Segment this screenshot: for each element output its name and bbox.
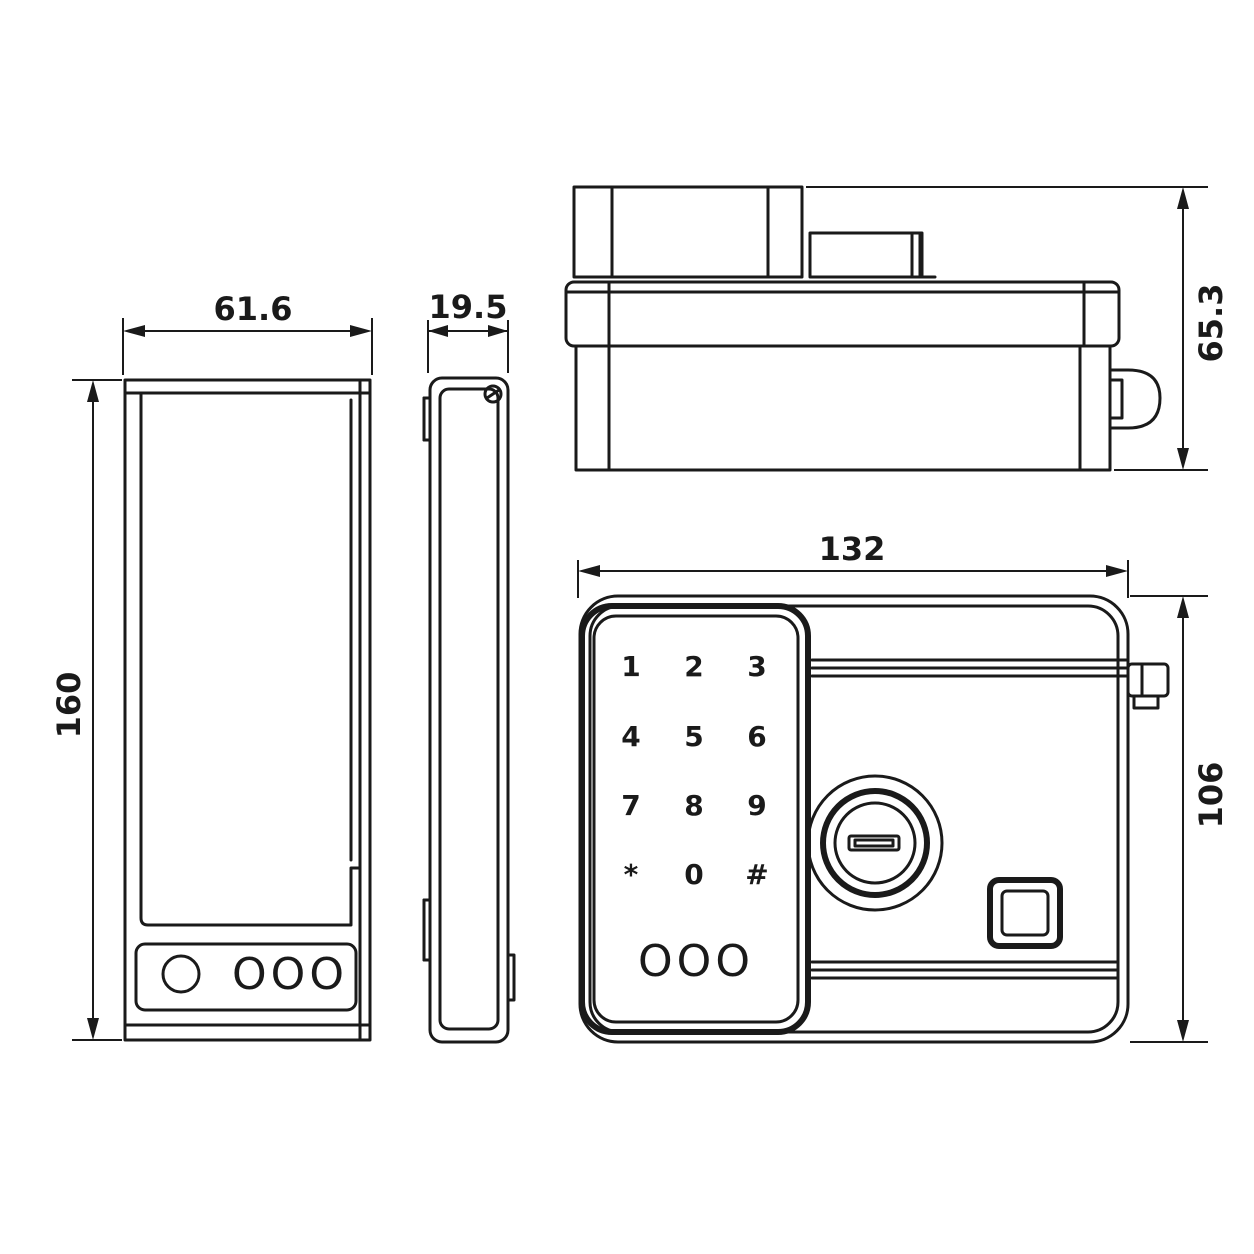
dim-label-65-3: 65.3 (1192, 284, 1230, 363)
top-latch-block (808, 231, 922, 279)
key-6[interactable]: 6 (747, 720, 766, 753)
key-9[interactable]: 9 (747, 789, 766, 822)
back-led-row: OOO (232, 949, 348, 1000)
keyhole-icon (847, 834, 901, 852)
back-view-outline (123, 378, 372, 1042)
fingerprint-icon (1000, 889, 1050, 937)
dimension-depth-top: 65.3 (806, 186, 1230, 471)
top-bolt (1108, 368, 1162, 430)
top-body (574, 344, 1112, 472)
back-view: OOO (123, 378, 372, 1042)
dimension-height-front: 106 (1130, 595, 1230, 1043)
key-3[interactable]: 3 (747, 650, 766, 683)
front-led-row: OOO (638, 936, 754, 987)
dimension-width-side: 61.6 (122, 290, 373, 375)
dimension-width-front: 132 (577, 530, 1129, 598)
front-bolt (1126, 662, 1170, 698)
key-hash[interactable]: # (745, 858, 768, 891)
dim-label-106: 106 (1192, 762, 1230, 829)
key-7[interactable]: 7 (621, 789, 640, 822)
key-0[interactable]: 0 (684, 858, 703, 891)
key-8[interactable]: 8 (684, 789, 703, 822)
back-control-panel (134, 942, 358, 1012)
back-button-icon (161, 954, 201, 994)
key-1[interactable]: 1 (621, 650, 640, 683)
keypad-keys: 1 2 3 4 5 6 7 8 9 * 0 # (621, 650, 768, 891)
key-star[interactable]: * (624, 858, 639, 891)
side-view-outline (428, 376, 510, 1044)
fingerprint-sensor[interactable] (987, 877, 1063, 949)
keypad-panel (579, 603, 811, 1035)
dim-label-160: 160 (50, 672, 88, 739)
front-view: 1 2 3 4 5 6 7 8 9 * 0 # OOO (578, 594, 1170, 1044)
key-cylinder (806, 774, 944, 912)
dim-label-61-6: 61.6 (214, 290, 293, 328)
top-housing-block (572, 185, 804, 279)
key-2[interactable]: 2 (684, 650, 703, 683)
dim-label-19-5: 19.5 (429, 288, 508, 326)
dim-label-132: 132 (819, 530, 886, 568)
key-4[interactable]: 4 (621, 720, 640, 753)
top-view (564, 185, 1162, 472)
screw-icon (483, 384, 503, 404)
dimension-height-back: 160 (50, 379, 122, 1041)
dimension-depth-edge: 19.5 (427, 288, 509, 373)
side-view (422, 376, 516, 1044)
key-5[interactable]: 5 (684, 720, 703, 753)
